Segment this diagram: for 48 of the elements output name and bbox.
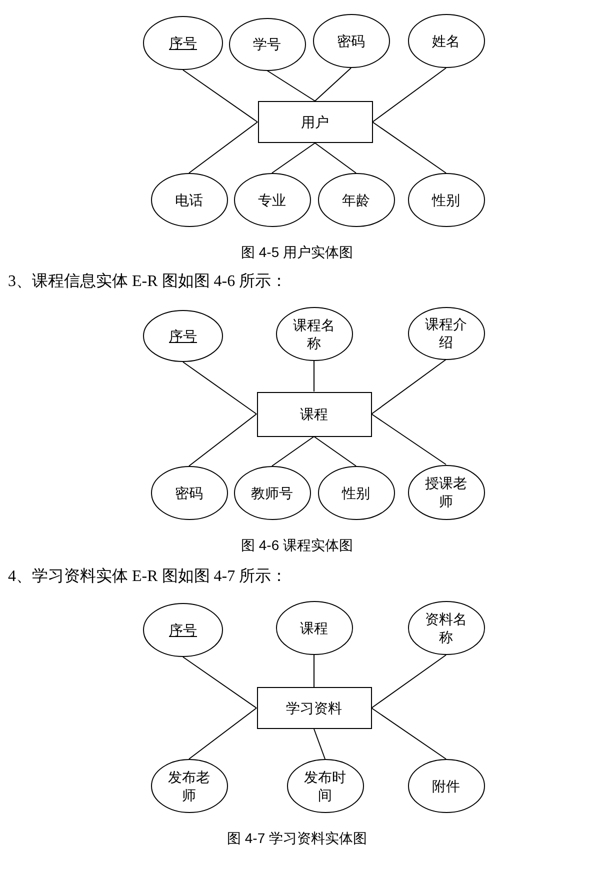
attribute-ellipse: 授课老师: [408, 464, 484, 520]
connector-line: [182, 656, 257, 708]
entity-box: 课程: [256, 392, 372, 436]
paragraph-text: 3、课程信息实体 E-R 图如图 4-6 所示：: [8, 272, 288, 292]
attribute-ellipse: 性别: [318, 466, 394, 520]
attribute-ellipse: 发布老师: [150, 759, 228, 813]
paragraph-text: 4、学习资料实体 E-R 图如图 4-7 所示：: [8, 566, 288, 587]
connector-line: [182, 362, 257, 414]
attribute-ellipse: 年龄: [318, 173, 394, 227]
connector-line: [272, 436, 314, 466]
attribute-ellipse: 课程名称: [276, 307, 352, 361]
attribute-ellipse: 资料名称: [408, 601, 484, 655]
connector-line: [314, 142, 356, 174]
connector-line: [371, 359, 446, 414]
attribute-ellipse: 附件: [408, 759, 484, 813]
connector-line: [371, 708, 446, 760]
connector-line: [182, 70, 258, 122]
attribute-ellipse: 教师号: [234, 466, 310, 520]
connector-line: [371, 414, 446, 465]
entity-box: 用户: [258, 101, 372, 143]
attribute-ellipse: 发布时间: [286, 759, 364, 813]
attribute-ellipse: 密码: [312, 14, 390, 68]
attribute-ellipse: 电话: [150, 173, 228, 227]
connector-line: [372, 122, 446, 174]
connector-line: [272, 142, 316, 174]
attribute-ellipse: 专业: [234, 173, 310, 227]
figure-caption: 图 4-7 学习资料实体图: [227, 830, 367, 848]
entity-box: 学习资料: [256, 687, 372, 729]
attribute-ellipse: 学号: [228, 18, 306, 70]
attribute-ellipse: 课程: [276, 601, 352, 655]
connector-line: [188, 122, 258, 174]
connector-line: [372, 68, 446, 122]
connector-line: [314, 436, 356, 466]
connector-line: [314, 68, 352, 102]
connector-line: [371, 654, 446, 708]
connector-line: [188, 414, 257, 466]
attribute-ellipse: 姓名: [408, 14, 484, 68]
figure-caption: 图 4-5 用户实体图: [241, 244, 353, 262]
connector-line: [314, 728, 326, 760]
attribute-ellipse: 序号: [143, 310, 223, 362]
connector-line: [188, 708, 257, 760]
attribute-ellipse: 性别: [408, 173, 484, 227]
attribute-ellipse: 序号: [143, 16, 223, 70]
figure-caption: 图 4-6 课程实体图: [241, 537, 353, 555]
attribute-ellipse: 序号: [143, 603, 223, 657]
connector-line: [266, 70, 316, 102]
attribute-ellipse: 课程介绍: [408, 306, 484, 360]
attribute-ellipse: 密码: [150, 466, 228, 520]
